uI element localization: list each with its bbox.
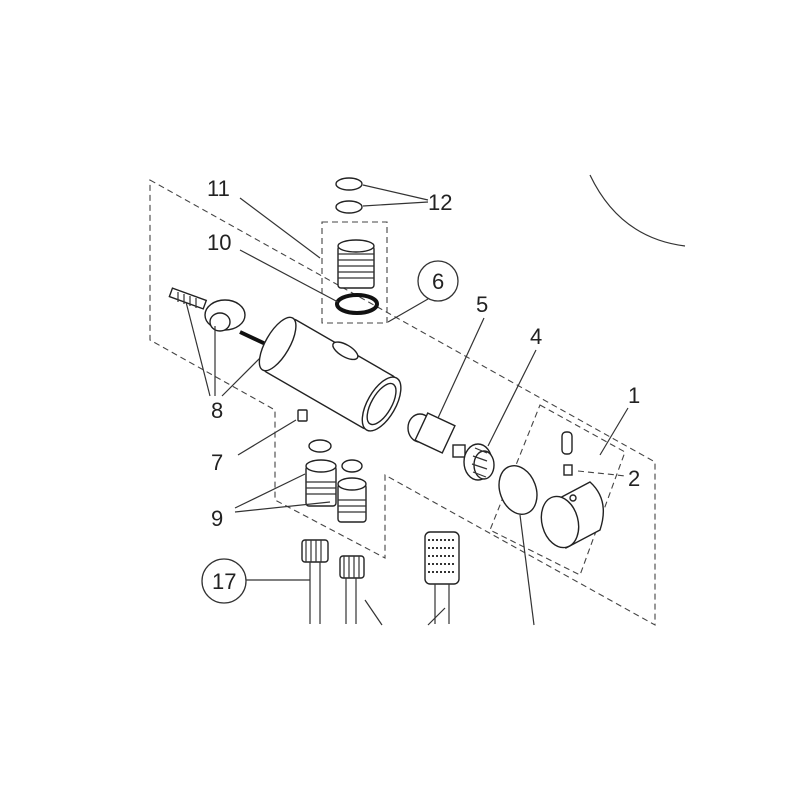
cartridge-5 (407, 412, 466, 458)
leader-1 (599, 407, 629, 456)
hose-nut-17b (339, 555, 365, 624)
label-1: 1 (628, 383, 640, 408)
handle-1 (540, 481, 604, 550)
leader-12b (362, 201, 429, 207)
o-ring-10 (335, 293, 379, 315)
label-2: 2 (628, 466, 640, 491)
leader-8a (185, 301, 211, 397)
leader-9b (234, 501, 331, 513)
o-ring-12-top (335, 177, 363, 191)
leader-4 (487, 349, 537, 447)
leader-9a (234, 473, 306, 509)
leader-11 (239, 197, 321, 259)
grub-screw-7 (297, 409, 308, 422)
grub-screw-2 (563, 464, 573, 476)
label-6: 6 (432, 269, 444, 294)
pin-2 (561, 431, 573, 455)
wall-anchor-8 (168, 287, 208, 310)
callout-circle-6 (417, 260, 459, 302)
leader-7 (237, 419, 297, 456)
leader-ring (519, 514, 535, 626)
hose-nut-17a (301, 539, 329, 624)
label-11: 11 (207, 176, 230, 201)
leader-5 (437, 317, 485, 419)
label-4: 4 (530, 324, 542, 349)
leader-10 (239, 249, 339, 303)
leader-shower-hose (427, 607, 446, 626)
cover-ring (498, 465, 538, 515)
connector-9a (305, 459, 337, 507)
label-8: 8 (211, 398, 223, 423)
part-11-box-dashed (321, 221, 388, 324)
label-12: 12 (428, 190, 452, 215)
label-7: 7 (211, 450, 223, 475)
label-5: 5 (476, 292, 488, 317)
nut-4 (463, 443, 495, 481)
label-17: 17 (212, 569, 236, 594)
label-9: 9 (211, 506, 223, 531)
leader-12a (362, 184, 429, 201)
label-10: 10 (207, 230, 231, 255)
o-ring-9b (341, 459, 363, 473)
leader-2 (577, 470, 627, 477)
leader-6 (387, 298, 429, 323)
shower-hose-nut (424, 531, 460, 624)
mixer-body (258, 316, 402, 432)
leader-hose (364, 599, 383, 626)
housing-arc (589, 174, 686, 247)
assembly-outline-dashed (149, 179, 656, 626)
threaded-nipple-11 (337, 239, 375, 289)
o-ring-9a (308, 439, 332, 453)
wall-plate-8 (204, 299, 246, 332)
o-ring-12-bottom (335, 200, 363, 214)
connector-9b (337, 477, 367, 523)
callout-circle-17 (201, 558, 247, 604)
